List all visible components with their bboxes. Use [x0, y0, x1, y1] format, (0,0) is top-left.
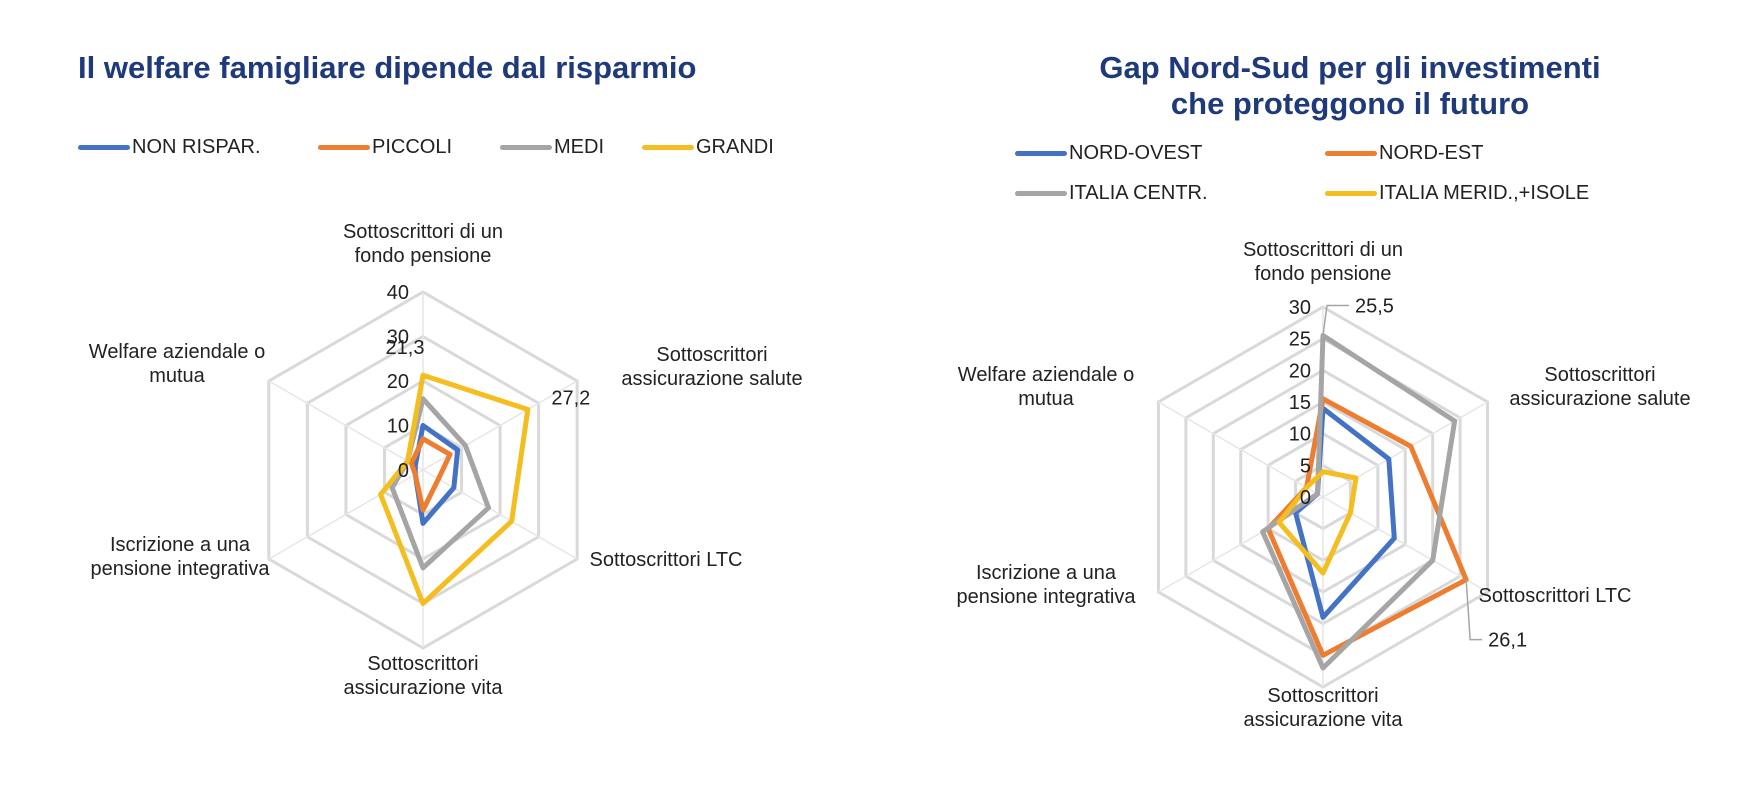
- axis-spoke: [1322, 401, 1488, 498]
- legend-item: PICCOLI: [318, 136, 452, 159]
- axis-label: Sottoscrittori LTC: [590, 549, 743, 571]
- legend-label: NORD-OVEST: [1069, 142, 1203, 164]
- axis-spoke: [1158, 401, 1324, 498]
- tick-label: 30: [387, 327, 409, 349]
- legend-item: ITALIA CENTR.: [1015, 182, 1208, 205]
- data-label: 21,3: [386, 337, 425, 359]
- tick-label: 20: [387, 371, 409, 393]
- axis-label: Sottoscrittori LTC: [1479, 585, 1632, 607]
- legend-item: NON RISPAR.: [78, 136, 261, 159]
- tick-label: 15: [1289, 392, 1311, 414]
- series-line-italia-centr-: [1260, 333, 1458, 671]
- legend-label: ITALIA MERID.,+ISOLE: [1379, 182, 1590, 204]
- data-label: 27,2: [551, 387, 590, 409]
- legend-label: NON RISPAR.: [132, 136, 261, 158]
- tick-label: 10: [387, 416, 409, 438]
- axis-spoke: [422, 469, 578, 560]
- series-line-non-rispar-: [412, 423, 461, 526]
- legend-swatch: [78, 145, 130, 150]
- legend-label: ITALIA CENTR.: [1069, 182, 1208, 204]
- chart-title-line: Gap Nord-Sud per gli investimenti: [1099, 50, 1601, 85]
- axis-spoke: [268, 380, 424, 471]
- chart-title: Il welfare famigliare dipende dal rispar…: [78, 50, 697, 85]
- chart-title: Gap Nord-Sud per gli investimenti che pr…: [1050, 50, 1650, 121]
- legend-label: PICCOLI: [372, 136, 453, 158]
- data-label-leader: [1465, 579, 1483, 641]
- tick-label: 25: [1289, 329, 1311, 351]
- legend-label: NORD-EST: [1379, 142, 1484, 164]
- series-line-piccoli: [408, 436, 453, 513]
- tick-label: 30: [1289, 297, 1311, 319]
- series-line-grandi: [378, 372, 531, 606]
- legend-swatch: [1325, 191, 1377, 196]
- axis-spoke: [268, 469, 424, 560]
- legend-label: GRANDI: [696, 136, 774, 158]
- legend-swatch: [1015, 191, 1067, 196]
- legend-swatch: [318, 145, 370, 150]
- data-label-leader: [1322, 304, 1349, 336]
- series-line-italia-merid-isole: [1276, 469, 1359, 576]
- legend-label: MEDI: [554, 136, 604, 158]
- legend-item: ITALIA MERID.,+ISOLE: [1325, 182, 1589, 205]
- tick-label: 5: [1300, 455, 1311, 477]
- legend-swatch: [642, 145, 694, 150]
- tick-label: 0: [398, 460, 409, 482]
- legend-swatch: [1325, 151, 1377, 156]
- legend-item: MEDI: [500, 136, 604, 159]
- legend-item: NORD-EST: [1325, 142, 1483, 165]
- chart-title-line: che proteggono il futuro: [1170, 85, 1530, 121]
- tick-label: 20: [1289, 360, 1311, 382]
- legend-swatch: [1015, 151, 1067, 156]
- tick-label: 0: [1300, 487, 1311, 509]
- data-label: 26,1: [1488, 630, 1527, 652]
- legend-item: NORD-OVEST: [1015, 142, 1202, 165]
- legend-item: GRANDI: [642, 136, 774, 159]
- data-label: 25,5: [1355, 296, 1394, 318]
- legend-swatch: [500, 145, 552, 150]
- tick-label: 10: [1289, 424, 1311, 446]
- tick-label: 40: [387, 282, 409, 304]
